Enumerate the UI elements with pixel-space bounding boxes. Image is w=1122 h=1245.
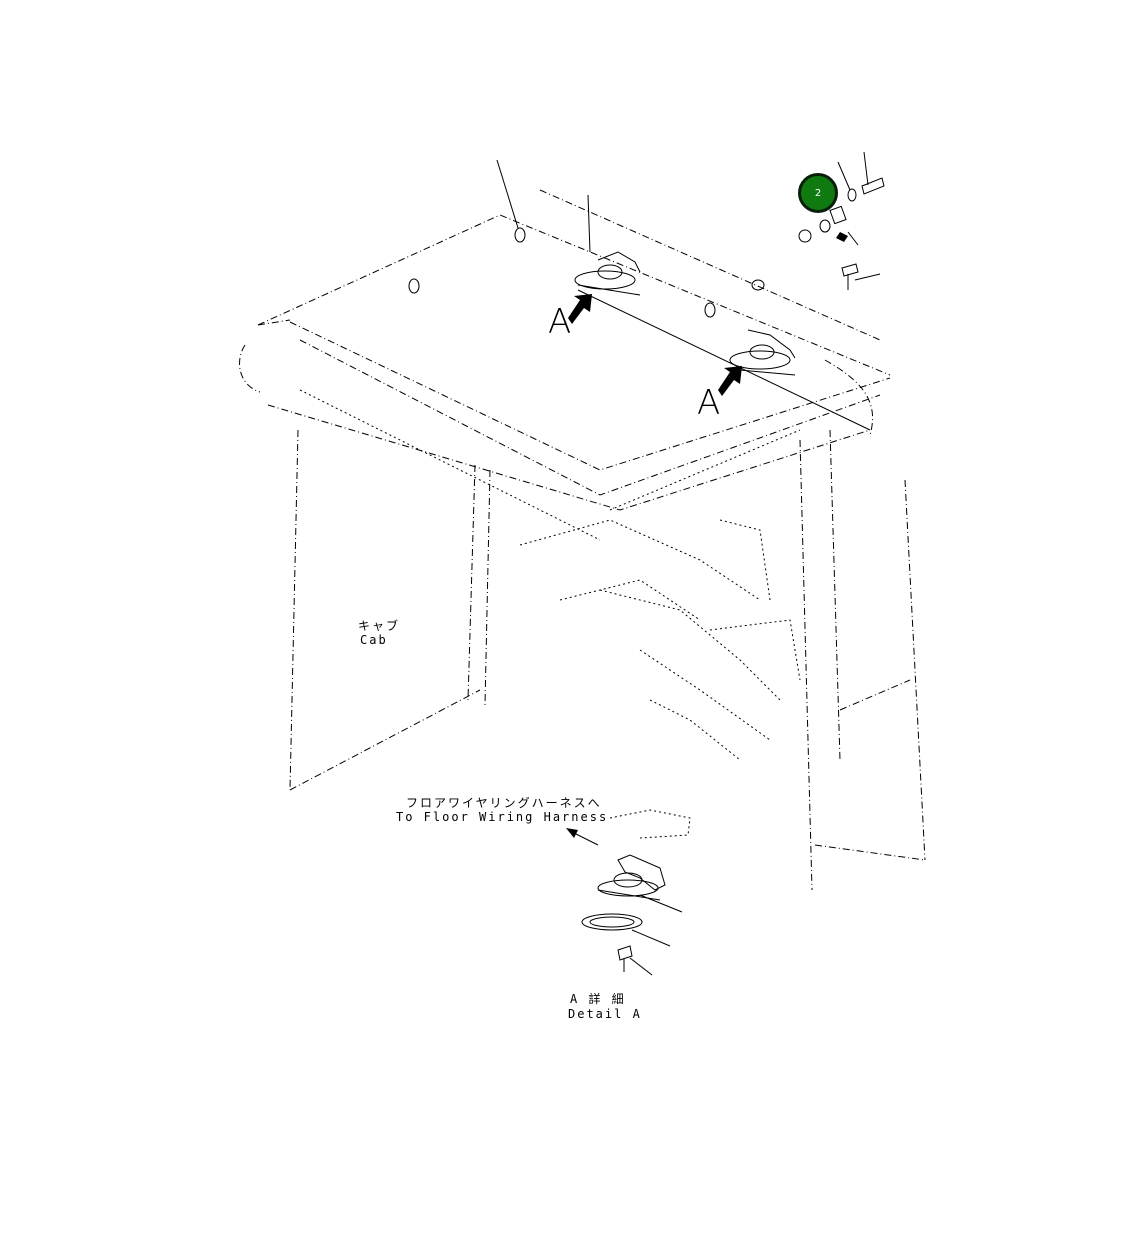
harness-label-jp: フロアワイヤリングハーネスへ [406,796,602,810]
detail-a-parts [581,854,683,976]
detail-label-jp: A 詳 細 [570,992,626,1006]
room-lamp-left [574,194,641,296]
cab-pillars [289,429,926,891]
harness-label-en: To Floor Wiring Harness [396,810,609,824]
harness-arrow [566,809,691,846]
cab-label-jp: キャブ [358,619,401,633]
view-arrow-2 [718,366,742,396]
view-marker-a-2: A [697,383,721,423]
room-lamp-right [729,329,796,376]
cab-label-en: Cab [360,633,388,647]
mounting-hardware [798,151,885,290]
roof-fittings [408,159,765,318]
cab-roof [239,189,891,511]
view-marker-a-1: A [548,302,572,342]
cab-interior-structure [299,389,801,761]
view-arrow-1 [568,294,592,324]
callout-2[interactable]: 2 [798,173,838,213]
detail-label-en: Detail A [568,1007,642,1021]
